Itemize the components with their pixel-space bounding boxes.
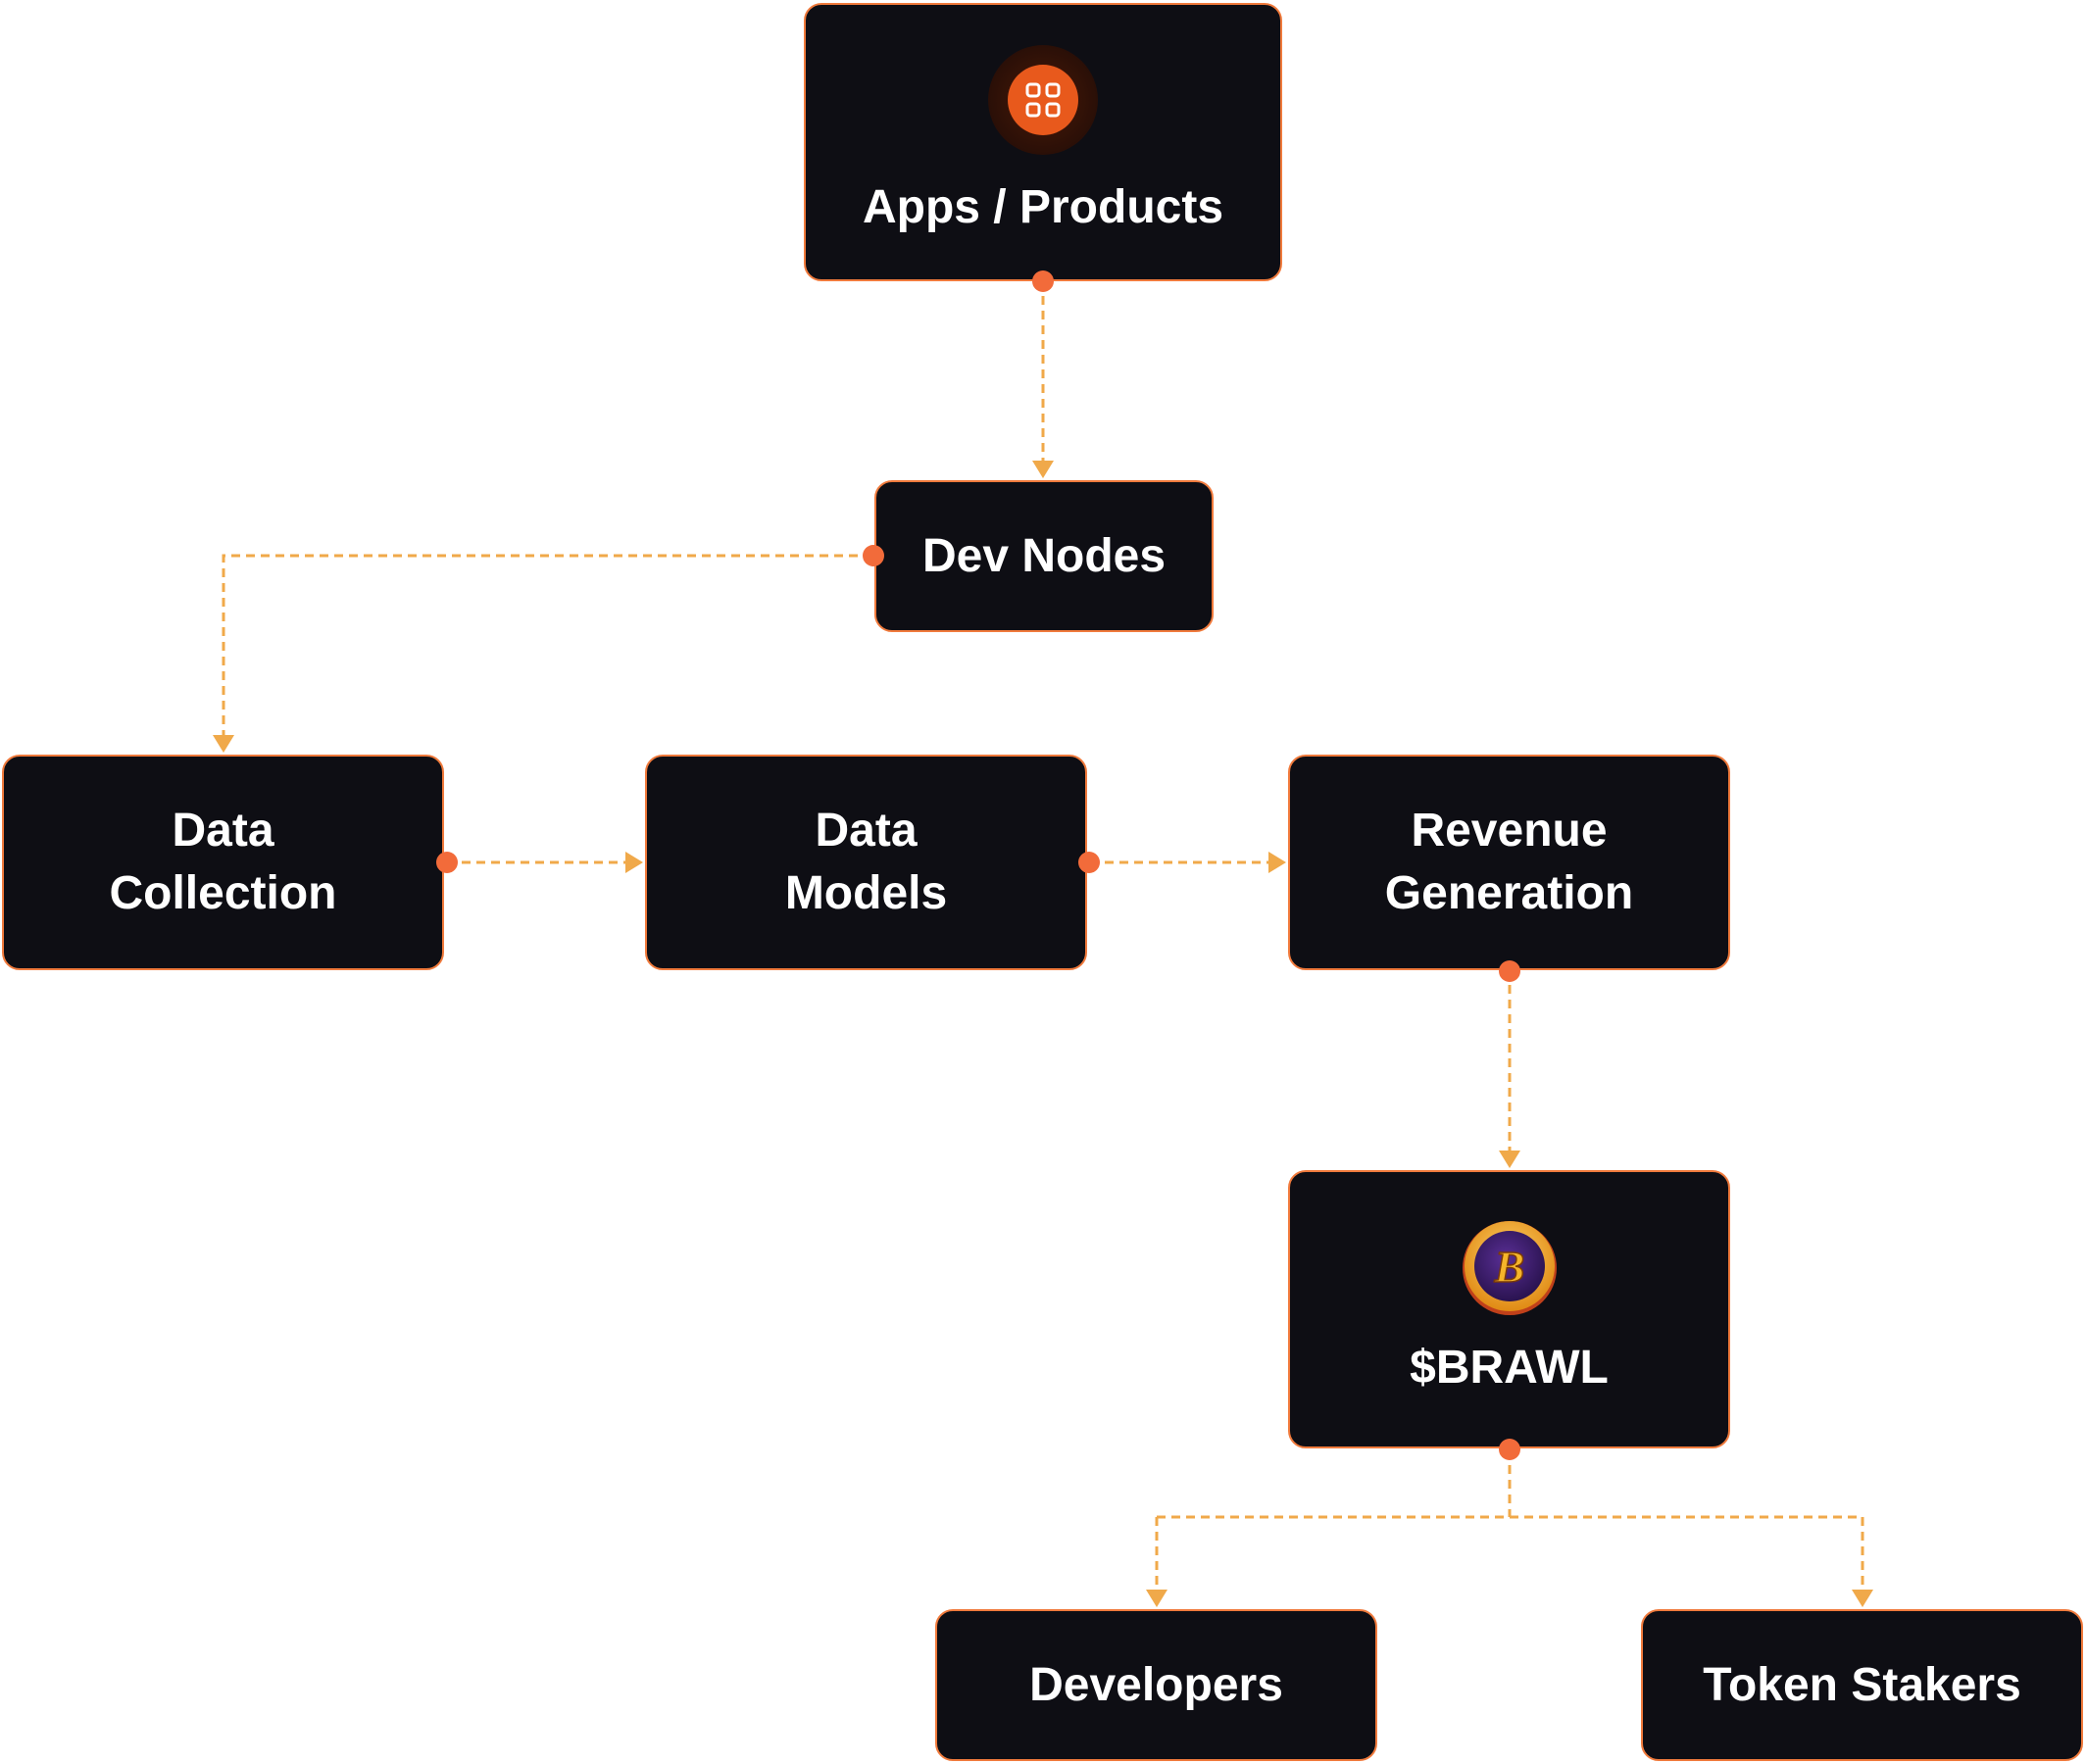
arrowhead-collection [213, 735, 234, 753]
arrowhead-brawl [1499, 1151, 1520, 1168]
node-label-revenue-generation: Revenue Generation [1384, 805, 1634, 919]
node-token-stakers: Token Stakers [1641, 1609, 2083, 1761]
arrowhead-revenue [1268, 852, 1286, 873]
node-apps-products: Apps / Products [804, 3, 1282, 281]
node-dev-nodes: Dev Nodes [874, 480, 1214, 632]
node-data-collection: Data Collection [2, 755, 444, 970]
arrowhead-devnodes [1032, 461, 1054, 478]
node-label-data-collection: Data Collection [109, 805, 337, 919]
node-developers: Developers [935, 1609, 1377, 1761]
node-data-models: Data Models [645, 755, 1087, 970]
apps-grid-icon [988, 45, 1098, 155]
node-label-developers: Developers [1029, 1658, 1283, 1711]
node-revenue-generation: Revenue Generation [1288, 755, 1730, 970]
coin-letter: B [1493, 1242, 1524, 1292]
node-label-token-stakers: Token Stakers [1703, 1658, 2021, 1711]
node-label-data-models: Data Models [784, 805, 948, 919]
node-label-dev-nodes: Dev Nodes [921, 529, 1167, 582]
arrowhead-developers [1146, 1590, 1167, 1607]
node-label-brawl: $BRAWL [1410, 1342, 1609, 1394]
node-label-apps-products: Apps / Products [862, 181, 1224, 233]
brawl-coin-icon: B [1462, 1221, 1557, 1315]
arrowhead-stakers [1852, 1590, 1873, 1607]
connector-devnodes-to-collection [222, 554, 872, 735]
arrowhead-models [625, 852, 643, 873]
node-brawl-token: B $BRAWL [1288, 1170, 1730, 1448]
